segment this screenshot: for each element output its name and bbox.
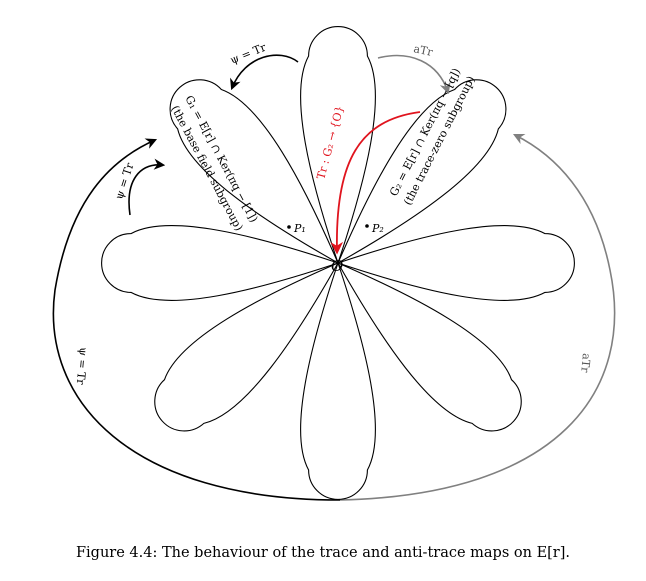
top-trace-arrow [230, 54, 299, 91]
petal-top [300, 26, 376, 265]
p1-dot [287, 225, 291, 229]
p2-dot [365, 224, 369, 228]
petal-lower-left [154, 261, 340, 432]
petal-upper-right [336, 79, 507, 265]
outer-anti-trace-arrow [339, 133, 616, 501]
petals-group [101, 26, 575, 500]
left-trace-arrow [128, 158, 166, 216]
top-anti-trace-arrow [377, 54, 451, 95]
red-trace-arrow [330, 111, 421, 255]
petal-left [101, 225, 340, 301]
atr-right-label: aTr [578, 353, 593, 374]
psi-outer-label: ψ = Tr [74, 347, 90, 386]
petal-bottom [300, 261, 376, 500]
petal-lower-right [336, 261, 522, 432]
petal-upper-left [169, 79, 340, 265]
atr-top-label: aTr [412, 42, 434, 59]
figure-caption: Figure 4.4: The behaviour of the trace a… [75, 545, 571, 561]
petal-right [336, 225, 575, 301]
origin-label: O [331, 257, 343, 275]
outer-trace-arrow [52, 138, 341, 501]
psi-top-label: ψ = Tr [228, 40, 268, 66]
p2-label: P₂ [371, 222, 384, 235]
p1-label: P₁ [293, 222, 306, 235]
